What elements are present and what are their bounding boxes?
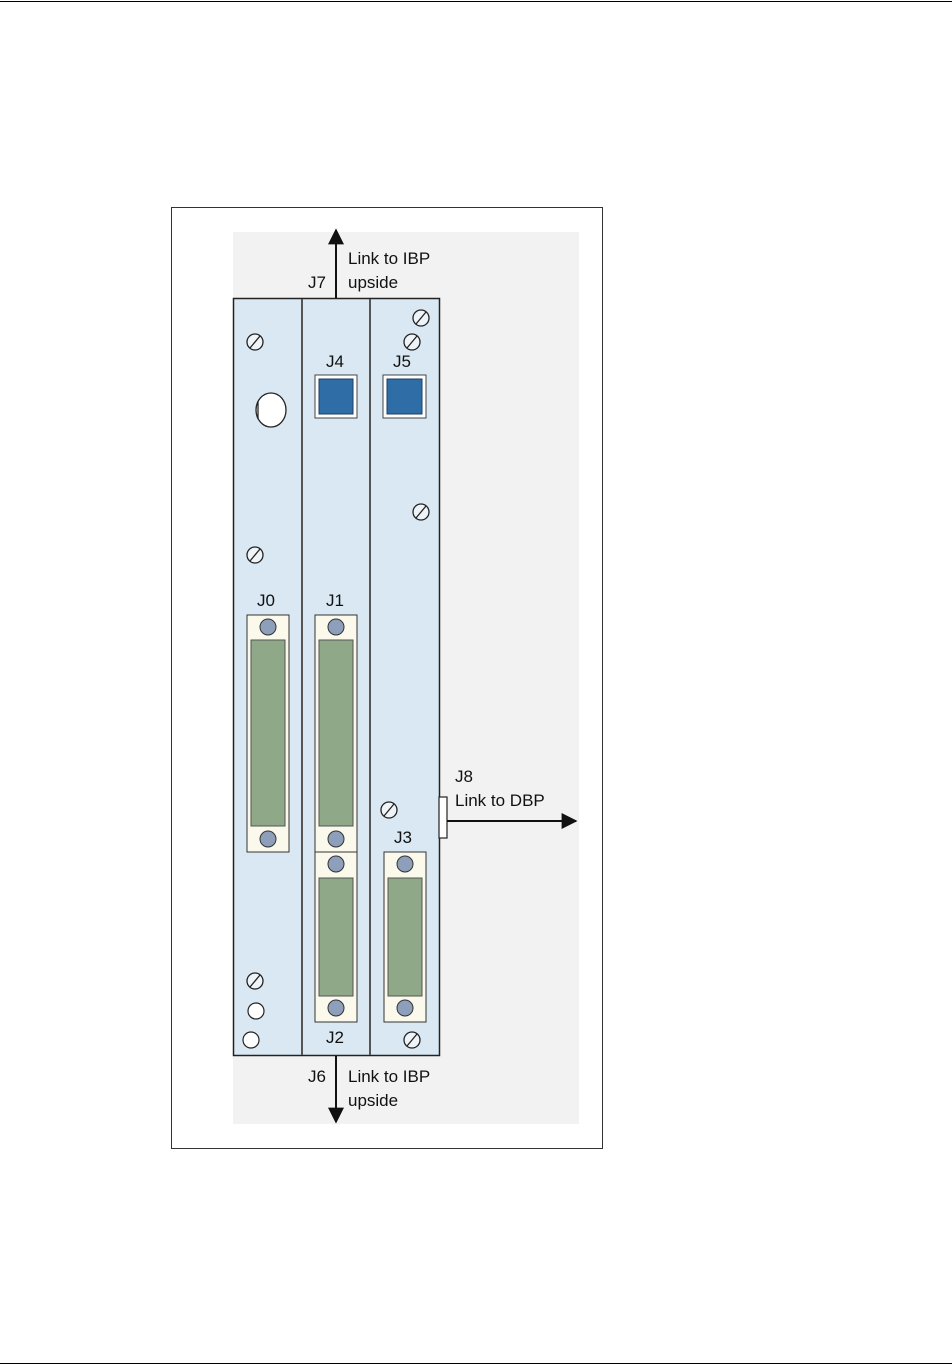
screw-icon: [247, 334, 263, 350]
connector-j5: [383, 375, 426, 418]
connector-j2: [315, 852, 357, 1022]
screw-icon: [247, 973, 263, 989]
screw-icon: [413, 310, 429, 326]
connector-j3: [384, 852, 426, 1022]
label-bottom-link-line2: upside: [348, 1091, 398, 1110]
screw-icon: [247, 547, 263, 563]
label-bottom-link-line1: Link to IBP: [348, 1067, 430, 1086]
led-indicator: [243, 1032, 259, 1048]
screw-icon: [381, 802, 397, 818]
label-top-link-line2: upside: [348, 273, 398, 292]
connector-j1: [315, 615, 357, 852]
screw-icon: [404, 334, 420, 350]
screw-icon: [404, 1032, 420, 1048]
label-j3: J3: [394, 828, 412, 847]
label-j5: J5: [393, 352, 411, 371]
label-j8: J8: [455, 767, 473, 786]
label-j6: J6: [308, 1067, 326, 1086]
label-j1: J1: [326, 591, 344, 610]
label-j7: J7: [308, 273, 326, 292]
label-j2: J2: [326, 1028, 344, 1047]
connector-j0: [247, 615, 289, 852]
led-indicator: [248, 1003, 264, 1019]
mounting-hole: [256, 393, 286, 427]
connector-j4: [315, 375, 357, 418]
label-top-link-line1: Link to IBP: [348, 249, 430, 268]
label-j0: J0: [257, 591, 275, 610]
label-right-link: Link to DBP: [455, 791, 545, 810]
connector-j8-tab: [439, 797, 447, 838]
label-j4: J4: [326, 352, 344, 371]
screw-icon: [413, 504, 429, 520]
